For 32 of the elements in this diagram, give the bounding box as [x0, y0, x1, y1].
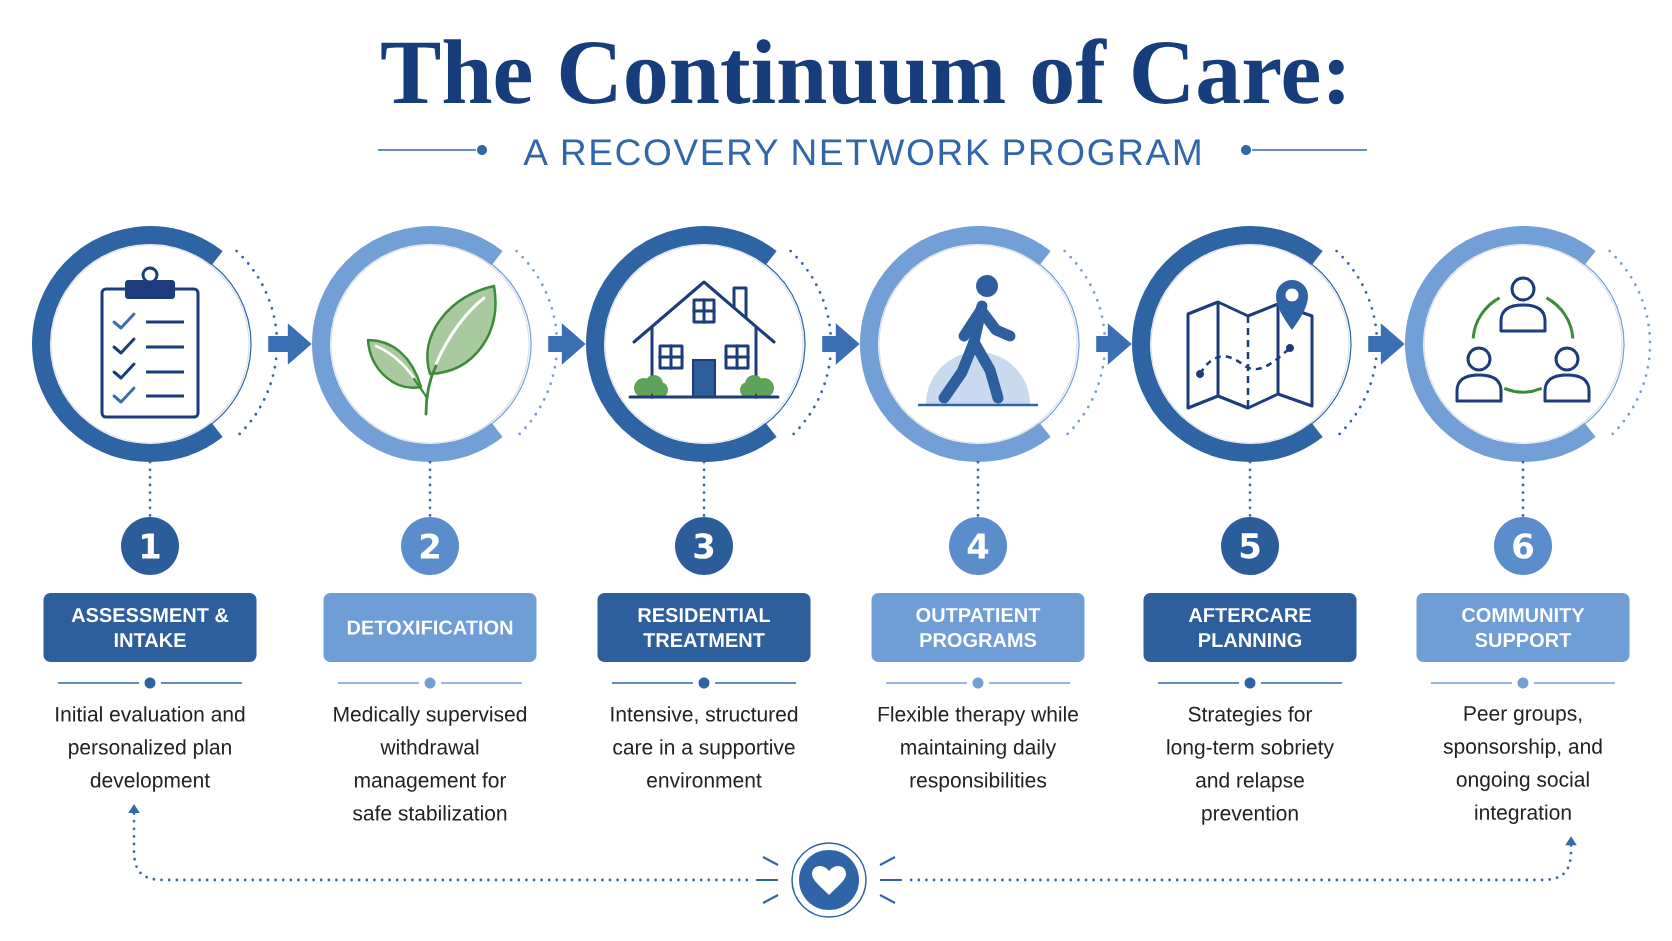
- number-badge: 3: [675, 517, 733, 575]
- icon-ring: [1132, 226, 1379, 462]
- description-text: Peer groups, sponsorship, and ongoing social integration: [1443, 706, 1602, 824]
- description-text: Medically supervised withdrawal management for safe stabilization: [334, 706, 527, 821]
- stage-label-box: COMMUNITY SUPPORT: [1416, 593, 1630, 662]
- icon-ring: [586, 226, 833, 462]
- number-badge: 5: [1221, 517, 1279, 575]
- connector-line: [702, 460, 706, 519]
- icon-ring: [32, 226, 279, 462]
- number-badge: 4: [949, 517, 1007, 575]
- number-badge: 2: [401, 517, 459, 575]
- title: The Continuum of Care:: [381, 38, 1344, 105]
- stage-label-box: ASSESSMENT & INTAKE: [43, 593, 257, 662]
- description-text: Strategies for long-term sobriety and relapse prevention: [1167, 706, 1334, 825]
- description-text: Initial evaluation and personalized plan development: [56, 706, 245, 792]
- stage-label-box: RESIDENTIAL TREATMENT: [597, 593, 811, 662]
- connector-line: [1248, 460, 1252, 519]
- subtitle: A RECOVERY NETWORK PROGRAM: [523, 139, 1200, 166]
- icon-ring: [1405, 226, 1652, 462]
- description-text: Intensive, structured care in a supportive environment: [611, 706, 798, 788]
- number-badge: 1: [121, 517, 179, 575]
- stage-label-box: OUTPATIENT PROGRAMS: [871, 593, 1085, 662]
- connector-line: [1521, 460, 1525, 519]
- stage-label-box: AFTERCARE PLANNING: [1143, 593, 1357, 662]
- connector-line: [976, 460, 980, 519]
- number-badge: 6: [1494, 517, 1552, 575]
- connector-line: [148, 460, 152, 519]
- icon-ring: [860, 226, 1107, 462]
- stage-label-box: DETOXIFICATION: [323, 593, 537, 662]
- heart-badge: [755, 842, 903, 918]
- description-text: Flexible therapy while maintaining daily responsibilities: [878, 706, 1078, 792]
- connector-line: [428, 460, 432, 519]
